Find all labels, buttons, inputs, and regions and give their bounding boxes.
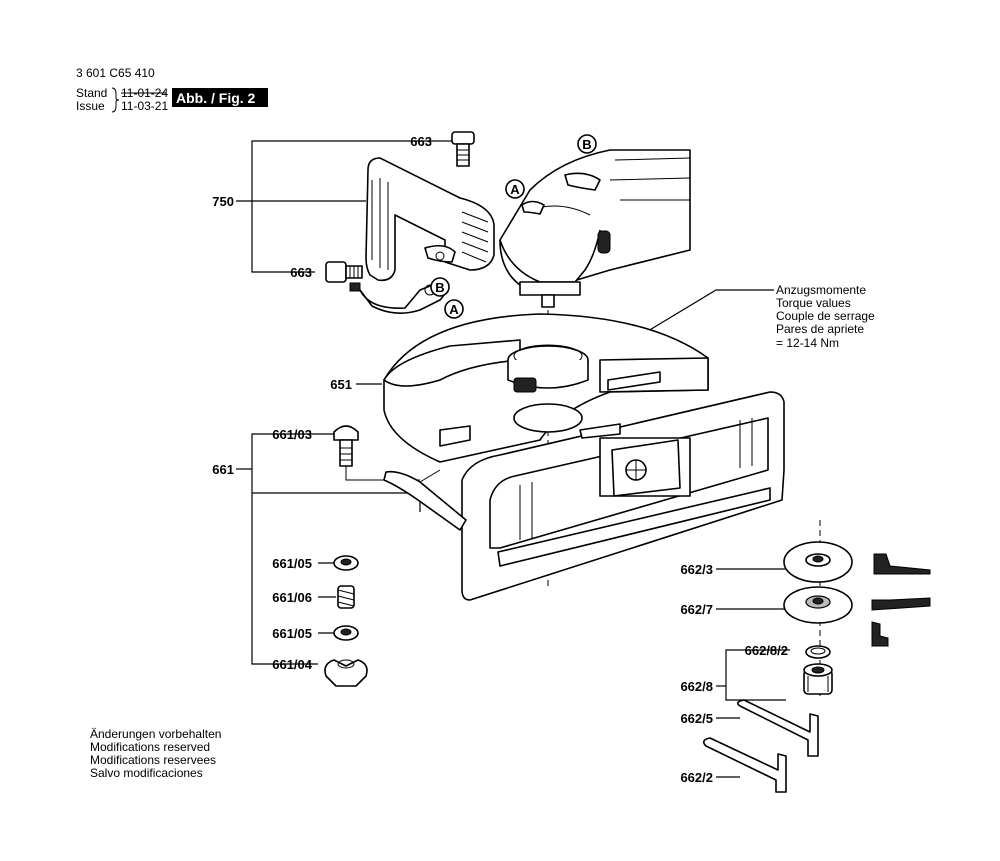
- cutting-guide-base: [383, 391, 785, 601]
- callout-a-handle: A: [449, 302, 459, 317]
- torque-line-2: Torque values: [776, 296, 851, 310]
- torque-note: Anzugsmomente Torque values Couple de se…: [776, 283, 875, 350]
- label-651: 651: [330, 377, 352, 392]
- label-663-top: 663: [410, 134, 432, 149]
- o-ring-662-8-2: [805, 645, 831, 659]
- footer-line-en: Modifications reserved: [90, 740, 210, 754]
- washer-661-05-b: [333, 625, 359, 641]
- label-663-bottom: 663: [290, 265, 312, 280]
- auxiliary-handle: [359, 157, 495, 314]
- callout-a-grinder: A: [510, 182, 520, 197]
- carriage-bolt-661-03: [333, 425, 359, 467]
- torque-line-4: Pares de apriete: [776, 322, 864, 336]
- hex-key-662-5: [736, 699, 819, 757]
- wing-nut-661-04: [324, 659, 368, 687]
- label-662-7: 662/7: [680, 602, 713, 617]
- figure-badge-bg: [172, 88, 268, 107]
- torque-line-3: Couple de serrage: [776, 309, 875, 323]
- footer-line-fr: Modifications reservees: [90, 753, 216, 767]
- footer-line-es: Salvo modificaciones: [90, 766, 203, 780]
- label-661-03: 661/03: [272, 427, 312, 442]
- doc-number: 3 601 C65 410: [76, 66, 155, 80]
- footer-line-de: Änderungen vorbehalten: [90, 727, 221, 741]
- torque-line-1: Anzugsmomente: [776, 283, 866, 297]
- label-662-8: 662/8: [680, 679, 713, 694]
- label-662-3: 662/3: [680, 562, 713, 577]
- label-662-2: 662/2: [680, 770, 713, 785]
- label-661-04: 661/04: [272, 657, 313, 672]
- footer-notes: Änderungen vorbehalten Modifications res…: [90, 727, 221, 780]
- washer-661-05-a: [333, 555, 359, 571]
- label-662-5: 662/5: [680, 711, 713, 726]
- part-label-group: 663 750 663 651 661/03 661 661/05 661/06…: [212, 134, 788, 785]
- figure-badge: Abb. / Fig. 2: [176, 90, 256, 106]
- issue-date: 11-03-21: [121, 99, 168, 113]
- section-profiles: [871, 553, 931, 647]
- angle-grinder: [499, 149, 691, 308]
- callout-markers: A B B A: [430, 134, 597, 319]
- issue-label: Issue: [76, 99, 105, 113]
- callout-b-handle: B: [435, 280, 444, 295]
- label-750: 750: [212, 194, 234, 209]
- header-brace: [111, 87, 120, 113]
- stand-label: Stand: [76, 86, 107, 100]
- bolt-663-bottom: [325, 261, 363, 292]
- label-661: 661: [212, 462, 234, 477]
- wheel-guard: [383, 313, 709, 463]
- nut-662-8: [803, 663, 833, 695]
- torque-line-5: = 12-14 Nm: [776, 336, 839, 350]
- flange-662-7: [783, 586, 853, 624]
- label-661-05-b: 661/05: [272, 626, 312, 641]
- spring-661-06: [337, 585, 355, 609]
- bolt-663-top: [451, 131, 475, 167]
- callout-b-grinder: B: [582, 137, 591, 152]
- label-661-05-a: 661/05: [272, 556, 312, 571]
- flange-662-3: [783, 541, 853, 583]
- header-block: 3 601 C65 410 Stand Issue 11-01-24 11-03…: [76, 66, 268, 113]
- label-661-06: 661/06: [272, 590, 312, 605]
- label-662-8-2: 662/8/2: [745, 643, 788, 658]
- hex-key-662-2: [702, 737, 787, 793]
